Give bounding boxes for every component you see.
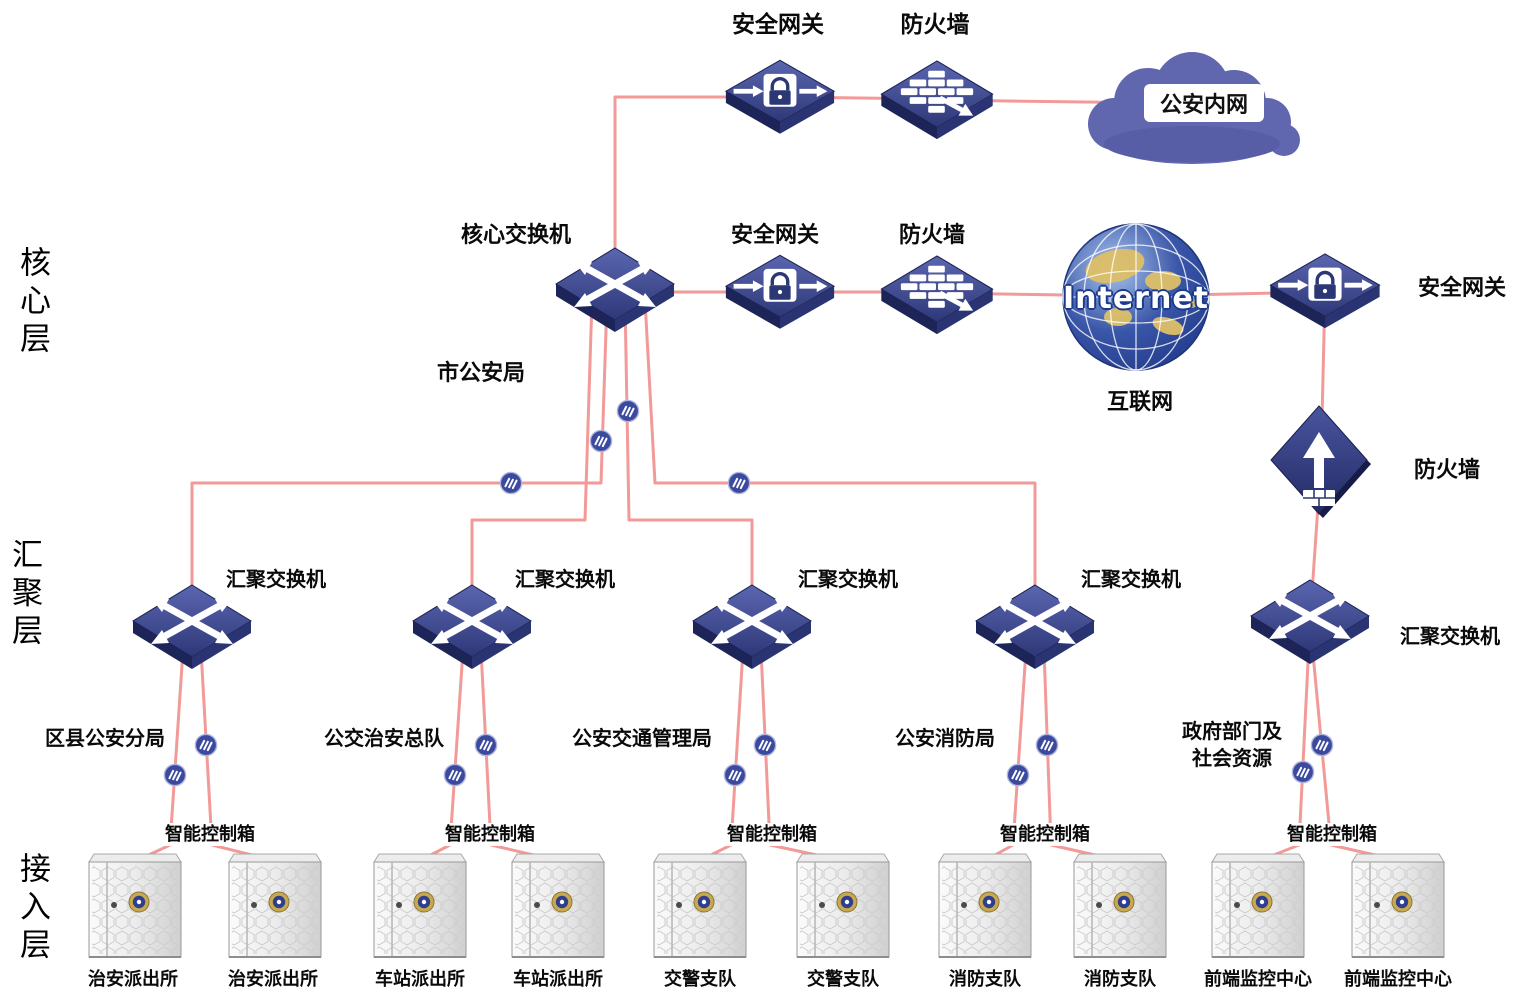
site-label: 消防支队 — [949, 969, 1021, 988]
site-label: 治安派出所 — [88, 969, 178, 988]
control-box-text: 智能控制箱 — [722, 823, 822, 846]
site-label: 前端监控中心 — [1344, 969, 1452, 988]
core-switch-label: 核心交换机 — [460, 223, 572, 248]
site-label: 车站派出所 — [375, 969, 465, 988]
link-node-icon — [443, 763, 467, 787]
site-label: 治安派出所 — [228, 969, 318, 988]
aggregation-switch-label-1: 汇聚交换机 — [226, 567, 326, 591]
cabinet-icon — [937, 850, 1033, 960]
mid-gateway-label: 安全网关 — [730, 223, 820, 248]
site-label: 车站派出所 — [513, 969, 603, 988]
core-switch-icon — [552, 246, 678, 334]
top-gateway-label: 安全网关 — [732, 12, 824, 38]
org-label-5: 政府部门及 社会资源 — [1182, 719, 1282, 770]
site-label: 消防支队 — [1084, 969, 1156, 988]
city-bureau-label: 市公安局 — [436, 361, 526, 386]
security-gateway-icon-right — [1266, 252, 1384, 332]
mid-firewall-label: 防火墙 — [898, 223, 966, 248]
right-firewall-label: 防火墙 — [1413, 458, 1481, 483]
org-label-2: 公交治安总队 — [324, 726, 444, 750]
aggregation-switch-icon-4 — [972, 583, 1098, 671]
intranet-cloud-label: 公安内网 — [1144, 84, 1264, 122]
control-box-text: 智能控制箱 — [160, 823, 260, 846]
cabinet-icon — [1210, 850, 1306, 960]
top-firewall-label: 防火墙 — [900, 12, 970, 38]
link-node-icon — [1291, 760, 1315, 784]
control-box-text: 智能控制箱 — [440, 823, 540, 846]
cabinet-icon — [652, 850, 748, 960]
aggregation-switch-icon-right — [1247, 578, 1373, 666]
cabinet-icon — [510, 850, 606, 960]
layer-label-access: 接入层 — [14, 852, 50, 966]
aggregation-switch-icon-1 — [129, 583, 255, 671]
cabinet-icon — [372, 850, 468, 960]
aggregation-switch-label-4: 汇聚交换机 — [1081, 567, 1181, 591]
right-gateway-label: 安全网关 — [1417, 276, 1507, 301]
firewall-icon-mid — [876, 254, 998, 338]
aggregation-switch-icon-2 — [409, 583, 535, 671]
security-gateway-icon-top — [722, 58, 838, 138]
internet-label: 互联网 — [1106, 390, 1174, 415]
control-box-text: 智能控制箱 — [1282, 823, 1382, 846]
cabinet-icon — [1350, 850, 1446, 960]
site-label: 前端监控中心 — [1204, 969, 1312, 988]
link-node-icon — [723, 763, 747, 787]
link-node-icon — [1006, 763, 1030, 787]
link-node-icon — [616, 399, 640, 423]
aggregation-switch-label-right: 汇聚交换机 — [1400, 624, 1500, 648]
org-label-3: 公安交通管理局 — [572, 726, 712, 750]
control-box-label-2: 智能控制箱 — [440, 820, 540, 846]
aggregation-switch-icon-3 — [689, 583, 815, 671]
link-node-icon — [499, 471, 523, 495]
link-node-icon — [1310, 733, 1334, 757]
firewall-icon-top — [876, 59, 998, 143]
cabinet-icon — [227, 850, 323, 960]
security-gateway-icon-mid — [722, 253, 838, 333]
control-box-label-4: 智能控制箱 — [995, 820, 1095, 846]
org-label-4: 公安消防局 — [895, 726, 995, 750]
link-node-icon — [727, 471, 751, 495]
link-node-icon — [163, 763, 187, 787]
site-label: 交警支队 — [664, 969, 736, 988]
control-box-label-3: 智能控制箱 — [722, 820, 822, 846]
org-label-1: 区县公安分局 — [45, 726, 165, 750]
cabinet-icon — [1072, 850, 1168, 960]
layer-label-aggregation: 汇聚层 — [6, 538, 42, 652]
control-box-label-1: 智能控制箱 — [160, 820, 260, 846]
link-node-icon — [194, 733, 218, 757]
link-node-icon — [589, 429, 613, 453]
layer-label-core: 核心层 — [14, 246, 50, 360]
link-node-icon — [1035, 733, 1059, 757]
aggregation-switch-label-2: 汇聚交换机 — [515, 567, 615, 591]
cabinet-icon — [795, 850, 891, 960]
aggregation-switch-label-3: 汇聚交换机 — [798, 567, 898, 591]
cabinet-icon — [87, 850, 183, 960]
control-box-text: 智能控制箱 — [995, 823, 1095, 846]
control-box-label-5: 智能控制箱 — [1282, 820, 1382, 846]
link-node-icon — [474, 733, 498, 757]
site-label: 交警支队 — [807, 969, 879, 988]
internet-globe-text: Internet — [1062, 281, 1210, 316]
link-node-icon — [753, 733, 777, 757]
firewall-icon-right — [1267, 402, 1377, 522]
